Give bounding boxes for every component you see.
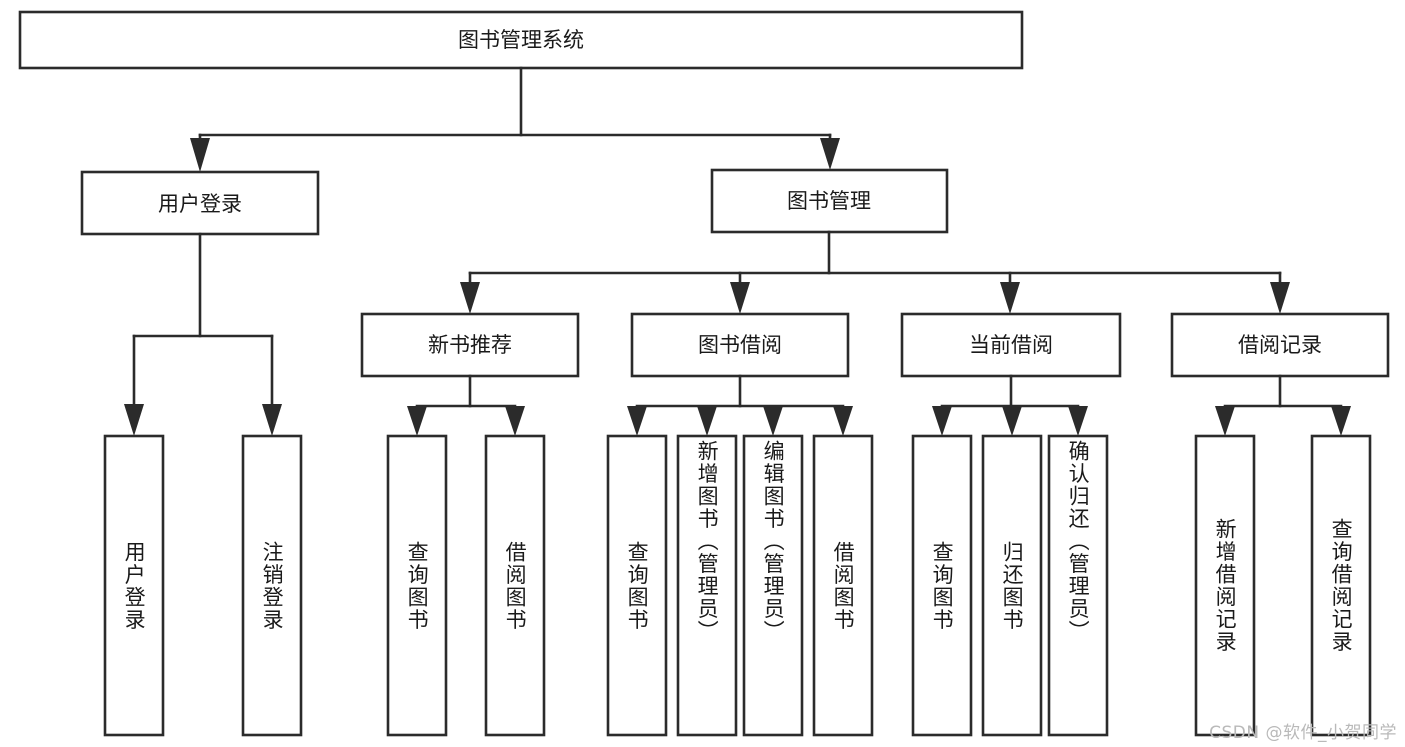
node-user-login[interactable]: 用户登录: [80, 170, 320, 236]
node-book-borrow[interactable]: 图书借阅: [630, 312, 850, 378]
arrow-head-leaf-confirm-return: [1068, 406, 1088, 436]
arrow-head-new-book-rec: [460, 282, 480, 314]
node-borrow-record-box[interactable]: [1170, 312, 1390, 378]
connector-book-manage-to-level2: [460, 230, 1290, 314]
arrow-head-leaf-query-book-2: [627, 406, 647, 436]
node-book-manage-box[interactable]: [710, 168, 949, 234]
node-book-borrow-box[interactable]: [630, 312, 850, 378]
arrow-head-borrow-record: [1270, 282, 1290, 314]
arrow-head-leaf-add-record: [1215, 406, 1235, 436]
leaf-boxes: [103, 434, 1372, 737]
leaf-logout-box[interactable]: [241, 434, 303, 737]
leaf-borrow-book-1-box[interactable]: [484, 434, 546, 737]
leaf-query-book-2-box[interactable]: [606, 434, 668, 737]
arrow-head-leaf-user-login: [124, 404, 144, 436]
node-borrow-record[interactable]: 借阅记录: [1170, 312, 1390, 378]
node-new-book-rec-label: 新书推荐: [428, 333, 512, 357]
arrow-head-user-login: [190, 138, 210, 172]
connector-user-login-to-leaves: [124, 232, 282, 436]
leaf-confirm-return-box[interactable]: [1047, 434, 1109, 737]
arrow-head-book-manage: [820, 138, 840, 170]
connector-book-borrow-to-leaves: [627, 374, 853, 436]
leaf-add-record-box[interactable]: [1194, 434, 1256, 737]
arrow-head-leaf-query-book-3: [932, 406, 952, 436]
node-borrow-record-label: 借阅记录: [1238, 333, 1322, 357]
arrow-head-current-borrow: [1000, 282, 1020, 314]
leaf-user-login-box[interactable]: [103, 434, 165, 737]
leaf-query-book-1-box[interactable]: [386, 434, 448, 737]
node-book-borrow-label: 图书借阅: [698, 333, 782, 357]
connector-current-borrow-to-leaves: [932, 374, 1088, 436]
connector-new-book-rec-to-leaves: [407, 374, 525, 436]
node-new-book-rec-box[interactable]: [360, 312, 580, 378]
node-current-borrow-box[interactable]: [900, 312, 1122, 378]
arrow-head-leaf-edit-book: [763, 406, 783, 436]
node-root-label: 图书管理系统: [458, 28, 584, 52]
node-current-borrow[interactable]: 当前借阅: [900, 312, 1122, 378]
leaf-borrow-book-2-box[interactable]: [812, 434, 874, 737]
node-new-book-rec[interactable]: 新书推荐: [360, 312, 580, 378]
arrow-head-leaf-return-book: [1002, 406, 1022, 436]
arrow-head-leaf-borrow-book-2: [833, 406, 853, 436]
leaf-query-book-3-box[interactable]: [911, 434, 973, 737]
arrow-head-leaf-query-book-1: [407, 406, 427, 436]
arrow-head-leaf-logout: [262, 404, 282, 436]
arrow-head-leaf-borrow-book-1: [505, 406, 525, 436]
connector-borrow-record-to-leaves: [1215, 374, 1351, 436]
leaf-query-record-box[interactable]: [1310, 434, 1372, 737]
leaf-edit-book-box[interactable]: [742, 434, 804, 737]
node-root[interactable]: 图书管理系统: [18, 10, 1024, 70]
node-book-manage[interactable]: 图书管理: [710, 168, 949, 234]
arrow-head-book-borrow: [730, 282, 750, 314]
connector-root-to-level1: [190, 66, 840, 172]
node-current-borrow-label: 当前借阅: [969, 333, 1053, 357]
node-book-manage-label: 图书管理: [787, 189, 871, 213]
leaf-add-book-box[interactable]: [676, 434, 738, 737]
arrow-head-leaf-add-book: [697, 406, 717, 436]
arrow-head-leaf-query-record: [1331, 406, 1351, 436]
node-root-box[interactable]: [18, 10, 1024, 70]
csdn-watermark: CSDN @软件_小贺同学: [1209, 723, 1397, 743]
leaf-return-book-box[interactable]: [981, 434, 1043, 737]
node-user-login-label: 用户登录: [158, 192, 242, 216]
